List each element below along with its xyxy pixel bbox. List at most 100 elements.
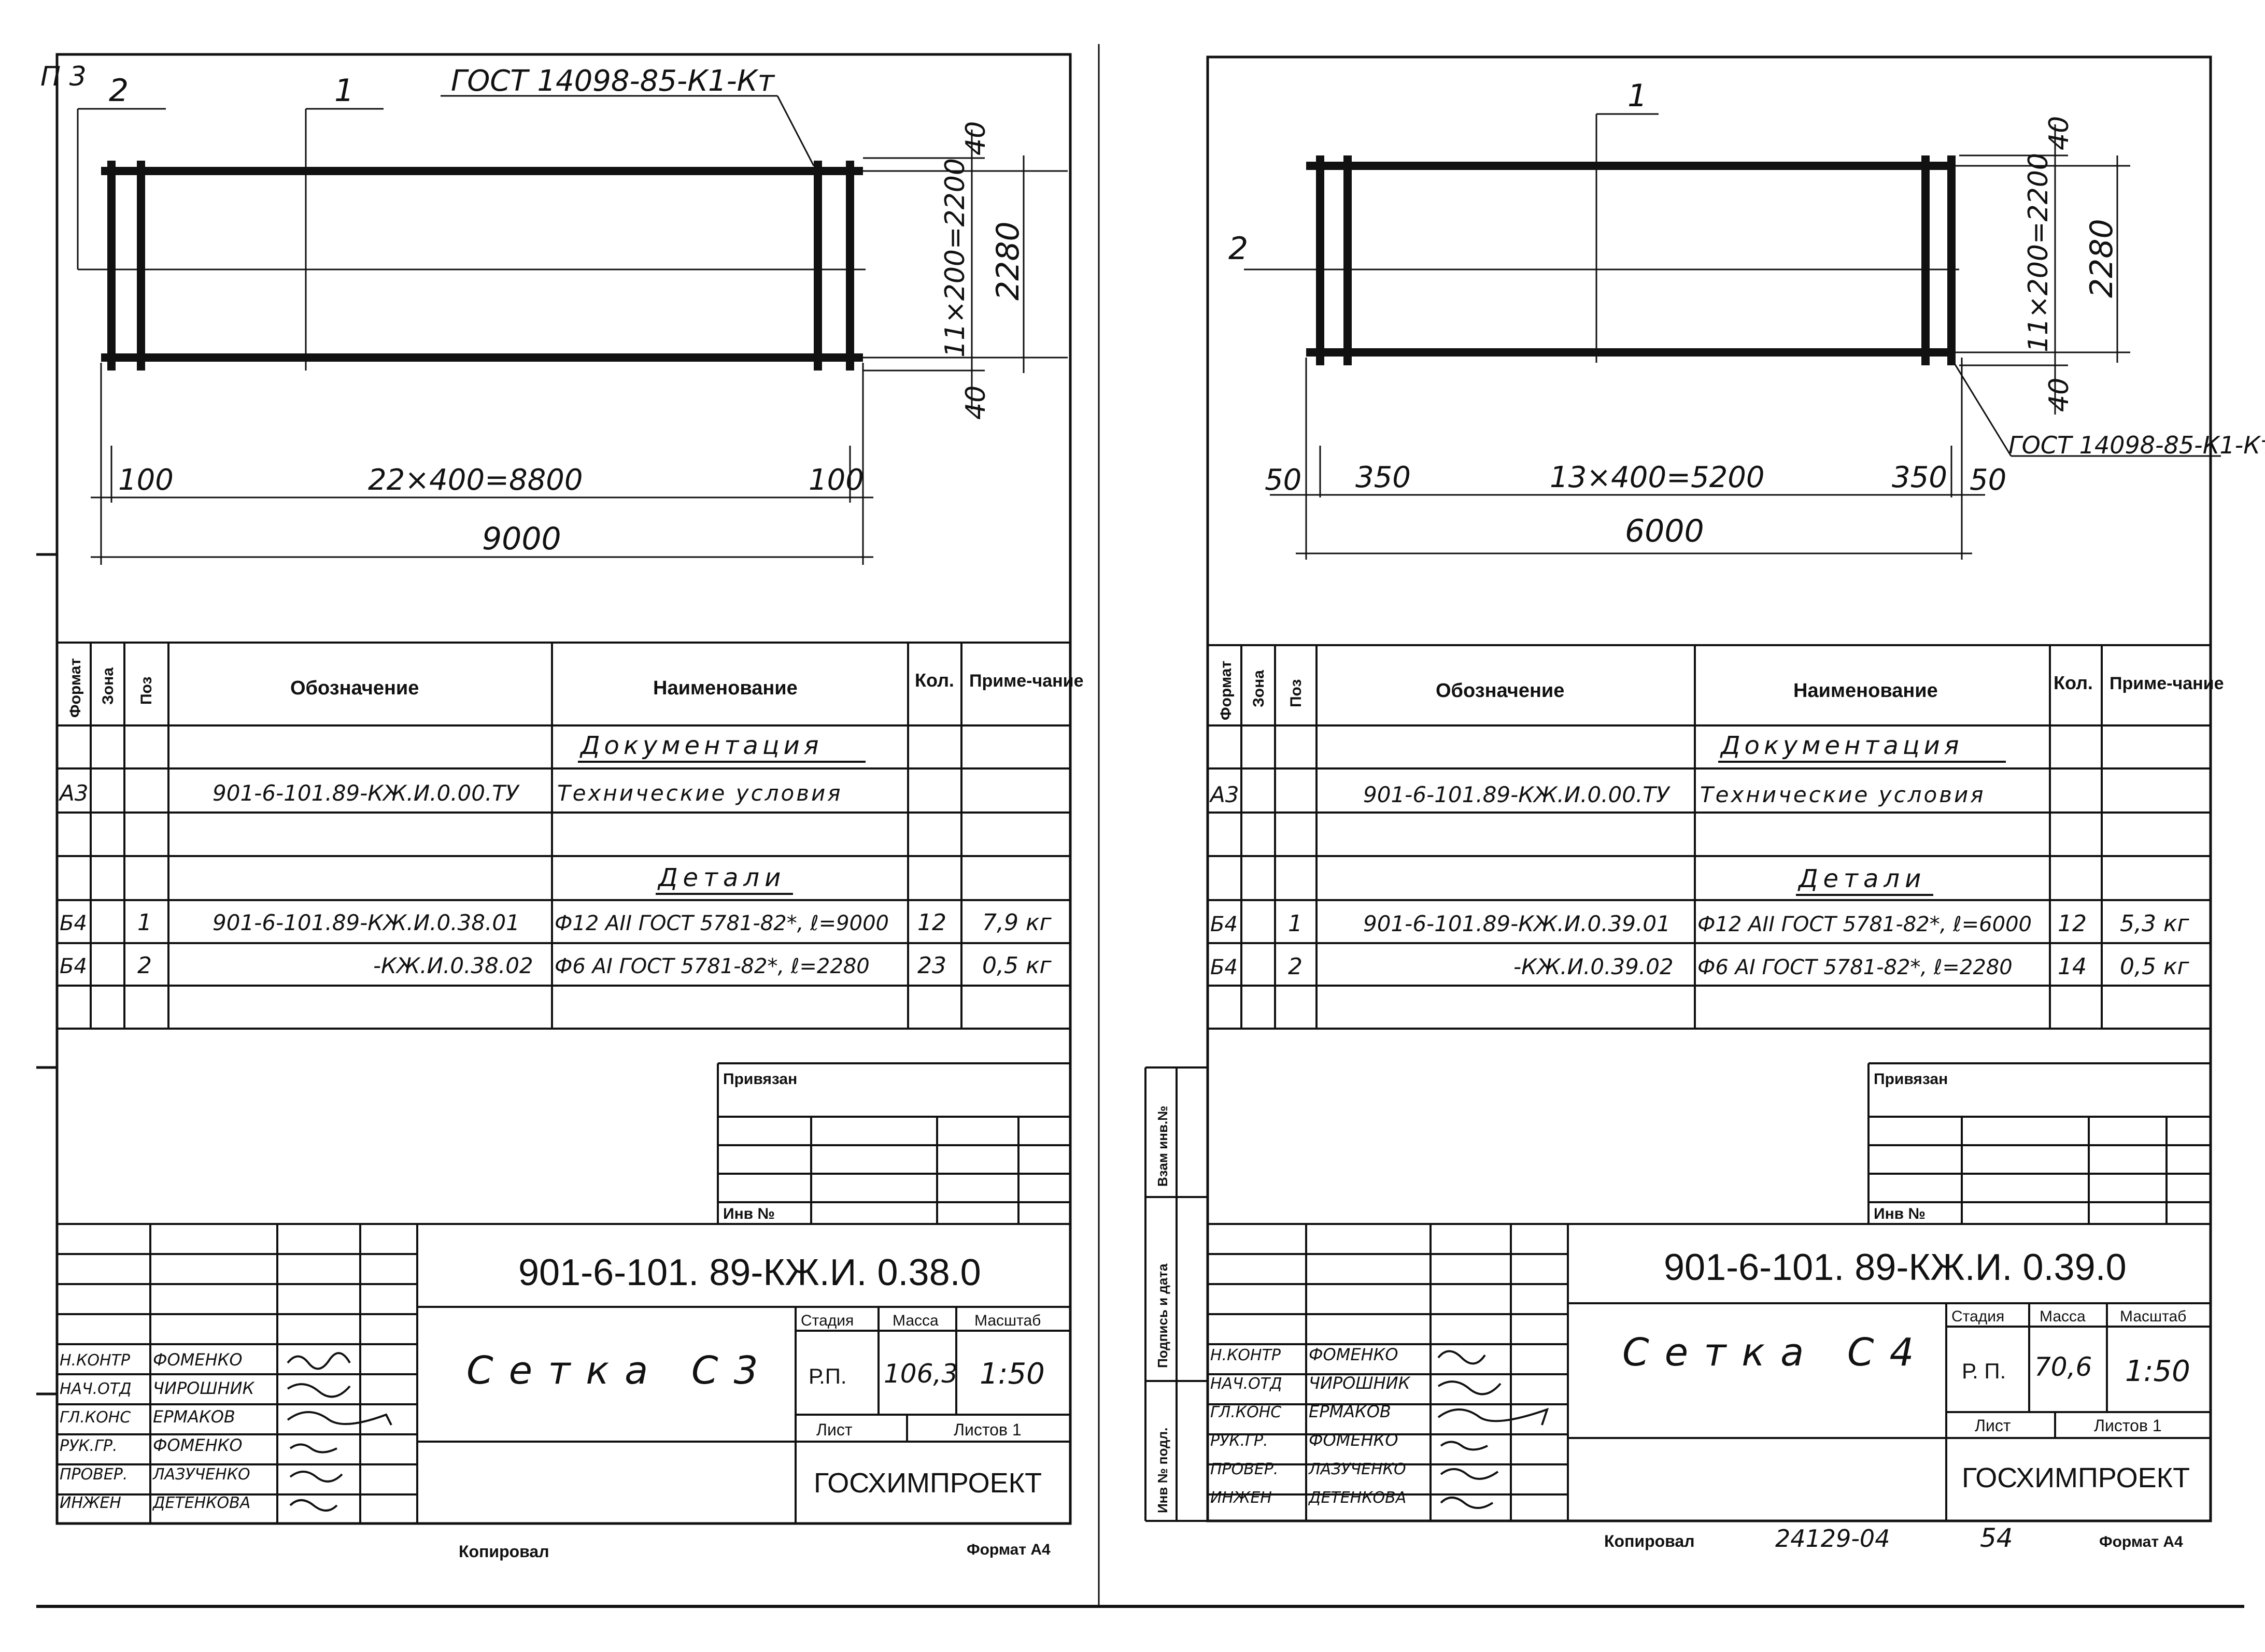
hdr-note-right: Приме-чание bbox=[2110, 674, 2224, 693]
name-2-left: ЕРМАКОВ bbox=[153, 1407, 235, 1427]
dim-total-right: 6000 bbox=[1625, 513, 1704, 549]
signature-right-4 bbox=[1440, 1468, 1499, 1480]
dim-left-outer-right: 50 bbox=[1265, 463, 1301, 497]
leader-2-right: 2 bbox=[1228, 231, 1248, 267]
copied-right: Копировал bbox=[1604, 1532, 1695, 1550]
name-1-left: ЧИРОШНИК bbox=[153, 1378, 255, 1398]
org-right: ГОСХИМПРОЕКТ bbox=[1962, 1462, 2190, 1493]
row6-qty-right: 14 bbox=[2058, 953, 2087, 980]
side-label-2: Инв № подл. bbox=[1155, 1428, 1170, 1513]
stage-label-left: Стадия bbox=[801, 1312, 854, 1329]
role-3-right: РУК.ГР. bbox=[1210, 1432, 1268, 1450]
leader-2-left: 2 bbox=[109, 73, 129, 109]
scale-label-left: Масштаб bbox=[974, 1312, 1041, 1329]
title-block-right bbox=[1208, 1223, 2211, 1521]
row6-pos-left: 2 bbox=[137, 952, 152, 979]
signature-right-1 bbox=[1437, 1380, 1502, 1395]
row5-format-right: Б4 bbox=[1210, 913, 1238, 936]
dim-top-left: 40 bbox=[960, 121, 992, 155]
hdr-name-right: Наименование bbox=[1793, 680, 1938, 702]
name-1-right: ЧИРОШНИК bbox=[1309, 1373, 1411, 1393]
mesh-c4 bbox=[1244, 113, 2221, 560]
title-left: Сетка С3 bbox=[466, 1348, 774, 1393]
row2-format-left: А3 bbox=[58, 780, 88, 806]
role-2-right: ГЛ.КОНС bbox=[1210, 1403, 1281, 1421]
gost-note-left: ГОСТ 14098-85-К1-Кт bbox=[451, 64, 775, 98]
row5-qty-left: 12 bbox=[917, 909, 946, 936]
gost-note-right: ГОСТ 14098-85-К1-Кт bbox=[2008, 431, 2265, 459]
mesh-c3 bbox=[77, 95, 1068, 565]
row6-designation-left: -КЖ.И.0.38.02 bbox=[373, 953, 533, 978]
mass-label-right: Масса bbox=[2040, 1308, 2086, 1325]
format-left: Формат А4 bbox=[967, 1541, 1051, 1558]
hdr-name-left: Наименование bbox=[653, 677, 798, 699]
hdr-note-left: Приме-чание bbox=[969, 671, 1084, 691]
signature-left-2 bbox=[287, 1411, 392, 1426]
role-1-right: НАЧ.ОТД bbox=[1210, 1375, 1282, 1393]
leader-1-left: 1 bbox=[334, 73, 354, 109]
row6-format-left: Б4 bbox=[60, 955, 87, 978]
signatures bbox=[287, 1350, 1549, 1512]
org-left: ГОСХИМПРОЕКТ bbox=[814, 1468, 1042, 1499]
row2-format-right: А3 bbox=[1209, 782, 1239, 807]
dim-left-right: 350 bbox=[1355, 461, 1411, 494]
stage-left: Р.П. bbox=[809, 1364, 847, 1388]
name-4-right: ЛАЗУЧЕНКО bbox=[1308, 1460, 1406, 1478]
role-4-right: ПРОВЕР. bbox=[1210, 1460, 1278, 1478]
privyazan-box-left bbox=[717, 1062, 1070, 1224]
role-0-left: Н.КОНТР bbox=[60, 1351, 131, 1370]
dim-bottom-left: 40 bbox=[960, 386, 992, 420]
row5-pos-left: 1 bbox=[137, 909, 152, 936]
doc-code-left: 901-6-101. 89-КЖ.И. 0.38.0 bbox=[518, 1252, 981, 1293]
signature-left-1 bbox=[287, 1383, 351, 1398]
role-0-right: Н.КОНТР bbox=[1210, 1346, 1281, 1364]
doc-code-right: 901-6-101. 89-КЖ.И. 0.39.0 bbox=[1664, 1247, 2127, 1288]
row-docs-title-left: Документация bbox=[579, 731, 823, 760]
signature-left-0 bbox=[287, 1352, 351, 1370]
row2-name-left: Технические условия bbox=[557, 780, 843, 806]
row6-pos-right: 2 bbox=[1288, 953, 1303, 980]
sheets-label-right: Листов 1 bbox=[2094, 1416, 2162, 1435]
signature-right-0 bbox=[1437, 1350, 1486, 1365]
signature-right-2 bbox=[1437, 1407, 1549, 1426]
hdr-format-right: Формат bbox=[1218, 661, 1235, 720]
hdr-qty-right: Кол. bbox=[2054, 672, 2093, 693]
hdr-qty-left: Кол. bbox=[915, 670, 954, 691]
mass-right: 70,6 bbox=[2034, 1352, 2092, 1382]
dim-top-right: 40 bbox=[2044, 116, 2075, 150]
row5-note-left: 7,9 кг bbox=[982, 909, 1052, 936]
row2-name-right: Технические условия bbox=[1700, 782, 1986, 807]
dim-height-left: 2280 bbox=[990, 221, 1026, 301]
dim-left-left: 100 bbox=[118, 463, 174, 497]
hdr-zone-left: Зона bbox=[100, 667, 117, 705]
role-2-left: ГЛ.КОНС bbox=[60, 1408, 131, 1427]
row-docs-title-right: Документация bbox=[1720, 731, 1963, 760]
right-sheet-frame bbox=[1206, 55, 2212, 1522]
role-4-left: ПРОВЕР. bbox=[60, 1465, 128, 1484]
mass-label-left: Масса bbox=[893, 1312, 939, 1329]
row6-note-right: 0,5 кг bbox=[2120, 953, 2190, 980]
signature-right-5 bbox=[1440, 1497, 1494, 1509]
stage-label-right: Стадия bbox=[1951, 1308, 2004, 1325]
row5-pos-right: 1 bbox=[1288, 910, 1303, 937]
name-3-right: ФОМЕНКО bbox=[1309, 1430, 1398, 1450]
row5-name-right: Ф12 АII ГОСТ 5781-82*, ℓ=6000 bbox=[1697, 913, 2032, 936]
spec-table-left bbox=[57, 642, 1070, 1030]
name-5-right: ДЕТЕНКОВА bbox=[1308, 1489, 1406, 1507]
dim-right-right: 350 bbox=[1892, 461, 1947, 494]
dim-right-left: 100 bbox=[809, 463, 864, 497]
side-label-0: Взам инв.№ bbox=[1155, 1106, 1170, 1187]
dim-mid-right: 11×200=2200 bbox=[2023, 153, 2054, 352]
dim-total-left: 9000 bbox=[482, 521, 561, 557]
row6-format-right: Б4 bbox=[1210, 956, 1238, 979]
signature-left-3 bbox=[289, 1443, 337, 1454]
row-details-title-right: Детали bbox=[1797, 864, 1926, 893]
leader-1-right: 1 bbox=[1627, 78, 1647, 114]
row2-designation-right: 901-6-101.89-КЖ.И.0.00.ТУ bbox=[1363, 782, 1671, 807]
spec-table-right bbox=[1208, 644, 2211, 1030]
name-2-right: ЕРМАКОВ bbox=[1309, 1402, 1391, 1421]
row5-note-right: 5,3 кг bbox=[2120, 910, 2190, 937]
row6-name-right: Ф6 АI ГОСТ 5781-82*, ℓ=2280 bbox=[1697, 956, 2013, 979]
row5-name-left: Ф12 АII ГОСТ 5781-82*, ℓ=9000 bbox=[555, 912, 889, 935]
